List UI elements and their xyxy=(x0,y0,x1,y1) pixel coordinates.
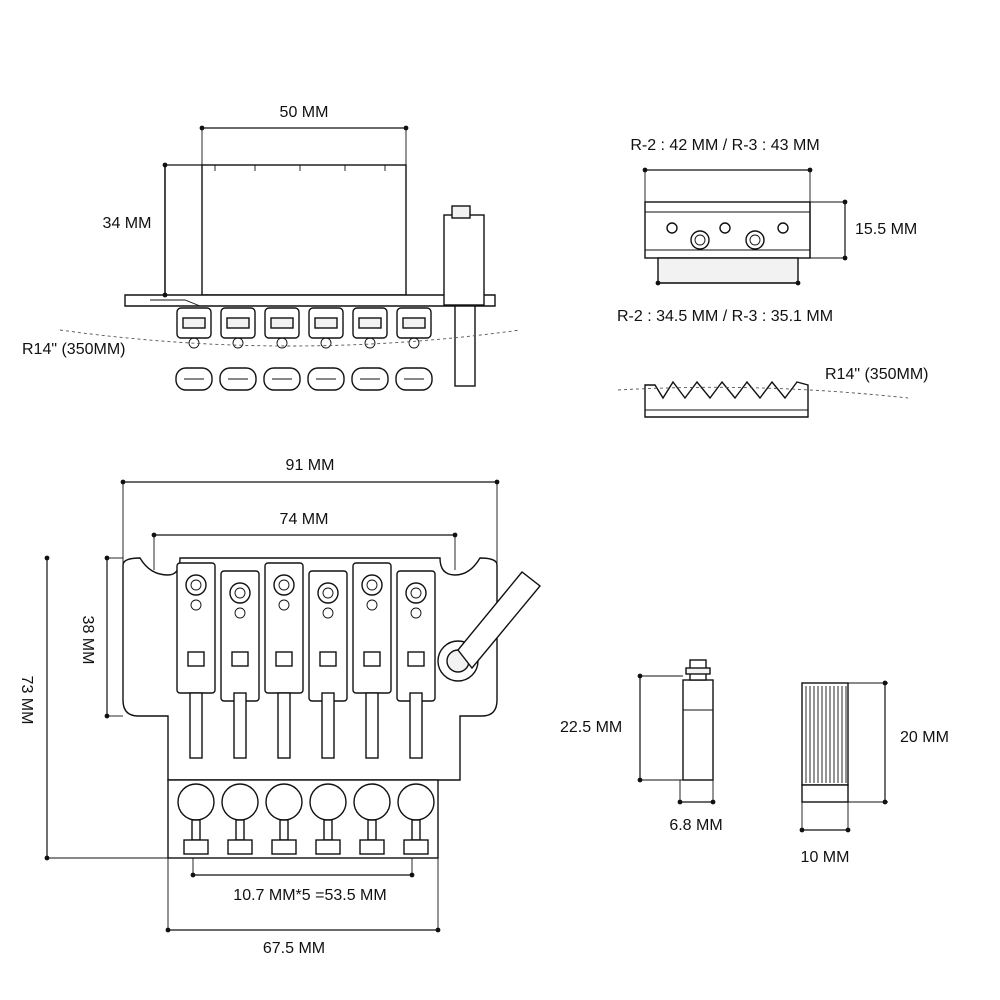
arm-socket xyxy=(454,305,476,387)
radius-arc xyxy=(59,329,521,347)
fine-tuner-knob xyxy=(309,783,347,821)
bushing-height-label: 20 MM xyxy=(900,729,949,746)
string-spacing-label: 10.7 MM*5 =53.5 MM xyxy=(233,887,386,904)
side-radius-label: R14" (350MM) xyxy=(22,341,125,358)
nut-front xyxy=(644,380,809,418)
stud-post xyxy=(443,214,485,306)
stud-body xyxy=(682,679,714,781)
top-view: 91 MM 74 MM 38 MM 73 MM 10.7 MM*5 =53.5 … xyxy=(18,457,541,957)
bushing-diameter-label: 10 MM xyxy=(801,849,850,866)
sustain-block xyxy=(201,164,407,296)
base-width-label: 67.5 MM xyxy=(263,940,325,957)
side-width-label: 50 MM xyxy=(280,104,329,121)
side-view: 50 MM 34 MM R14" (350MM) xyxy=(22,104,521,391)
fine-tuner-knob xyxy=(221,783,259,821)
fine-tuner-knob xyxy=(353,783,391,821)
fine-tuner-knob xyxy=(177,783,215,821)
stud-height-label: 22.5 MM xyxy=(560,719,622,736)
whammy-bar xyxy=(457,571,541,670)
saddle-screw xyxy=(233,692,247,759)
inner-width-label: 74 MM xyxy=(280,511,329,528)
top-saddles xyxy=(176,562,436,759)
overall-height-label: 73 MM xyxy=(18,676,35,725)
nut-bottom-label: R-2 : 34.5 MM / R-3 : 35.1 MM xyxy=(617,308,833,325)
overall-width-label: 91 MM xyxy=(286,457,335,474)
saddle-screw xyxy=(321,692,335,759)
nut-radius-label: R14" (350MM) xyxy=(825,366,928,383)
stud: 22.5 MM 6.8 MM xyxy=(560,659,723,834)
nut-screws xyxy=(666,222,789,250)
saddle-screw xyxy=(189,692,203,759)
locking-nut: R-2 : 42 MM / R-3 : 43 MM 15.5 MM R-2 : … xyxy=(617,137,928,418)
top-fine-tuners xyxy=(177,783,435,855)
saddle-screw xyxy=(409,692,423,759)
side-fine-tuners xyxy=(175,367,433,391)
side-height-label: 34 MM xyxy=(103,215,152,232)
bushing-body xyxy=(801,682,849,786)
side-saddles xyxy=(176,307,432,349)
saddle-screw xyxy=(365,692,379,759)
fine-tuner-knob xyxy=(397,783,435,821)
fine-tuner-knob xyxy=(265,783,303,821)
bushing: 20 MM 10 MM xyxy=(799,680,949,866)
fine-tuner-plate xyxy=(167,779,439,859)
saddle-screw xyxy=(277,692,291,759)
nut-top-label: R-2 : 42 MM / R-3 : 43 MM xyxy=(630,137,819,154)
nut-height-label: 15.5 MM xyxy=(855,221,917,238)
body-height-label: 38 MM xyxy=(79,616,96,665)
stud-diameter-label: 6.8 MM xyxy=(669,817,722,834)
